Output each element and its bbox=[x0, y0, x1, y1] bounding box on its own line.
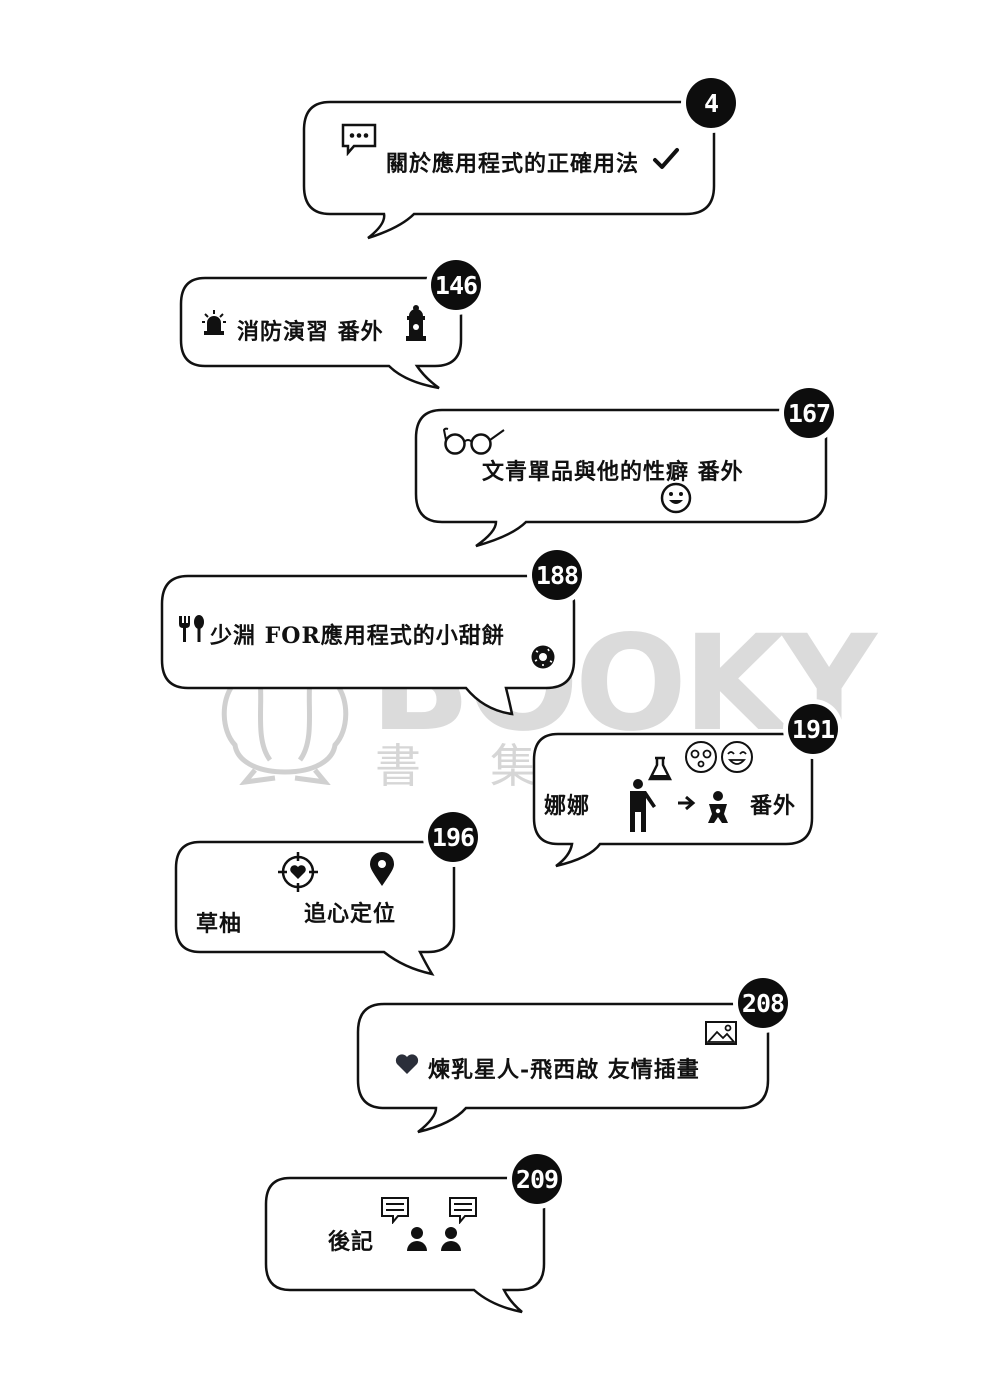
fire-hydrant-icon bbox=[406, 305, 426, 341]
bubble-shape bbox=[414, 408, 828, 548]
toc-title-209: 後記 bbox=[328, 1229, 375, 1255]
toc-title-4: 關於應用程式的正確用法 bbox=[386, 151, 640, 177]
toc-entry-167[interactable]: 文青單品與他的性癖 番外 167 bbox=[414, 388, 834, 550]
toc-title-146: 消防演習 番外 bbox=[237, 319, 384, 345]
page-badge-146: 146 bbox=[431, 260, 481, 310]
smiley-icon bbox=[660, 482, 692, 514]
fork-spoon-icon bbox=[179, 615, 204, 642]
toc-entry-208[interactable]: 煉乳星人-飛西啟 友情插畫 208 bbox=[356, 978, 788, 1136]
crosshair-heart-icon bbox=[278, 852, 318, 892]
page-badge-167: 167 bbox=[784, 388, 834, 438]
bubble-shape bbox=[356, 1002, 770, 1134]
toc-entry-146[interactable]: 消防演習 番外 146 bbox=[179, 260, 481, 390]
toc-suffix-191: 番外 bbox=[750, 793, 797, 819]
bubble-shape bbox=[302, 100, 716, 240]
baby-icon bbox=[708, 791, 728, 823]
surprised-face-icon bbox=[685, 741, 717, 773]
toc-entry-209[interactable]: 後記 209 bbox=[264, 1154, 562, 1316]
bubble-shape bbox=[160, 574, 576, 716]
toc-name-196: 草柚 bbox=[196, 911, 243, 937]
speech-bubble-icon bbox=[449, 1197, 477, 1224]
toc-name-191: 娜娜 bbox=[544, 793, 591, 819]
map-pin-icon bbox=[370, 852, 394, 886]
page-badge-188: 188 bbox=[532, 550, 582, 600]
watermark-sub-1: 書 bbox=[375, 739, 421, 793]
toc-title-188: 少淵 FOR應用程式的小甜餅 bbox=[210, 623, 505, 649]
toc-entry-4[interactable]: 關於應用程式的正確用法 4 bbox=[302, 78, 736, 242]
check-icon bbox=[653, 148, 679, 169]
glasses-icon bbox=[442, 427, 505, 455]
page-badge-196: 196 bbox=[428, 812, 478, 862]
toc-title-167: 文青單品與他的性癖 番外 bbox=[482, 459, 744, 485]
user-icon bbox=[441, 1227, 461, 1251]
toc-title-196: 追心定位 bbox=[304, 901, 397, 927]
person-icon bbox=[630, 779, 656, 832]
toc-entry-191[interactable]: 娜娜 番外 191 bbox=[532, 704, 838, 870]
speech-bubble-icon bbox=[381, 1197, 409, 1224]
siren-icon bbox=[202, 310, 226, 335]
user-icon bbox=[407, 1227, 427, 1251]
flask-icon bbox=[648, 756, 672, 781]
arrow-right-icon bbox=[678, 795, 696, 811]
page-badge-4: 4 bbox=[686, 78, 736, 128]
image-icon bbox=[705, 1021, 737, 1045]
toc-title-208: 煉乳星人-飛西啟 友情插畫 bbox=[428, 1057, 700, 1083]
page-badge-191: 191 bbox=[788, 704, 838, 754]
heart-icon bbox=[395, 1054, 419, 1074]
donut-icon bbox=[531, 645, 555, 669]
page-badge-208: 208 bbox=[738, 978, 788, 1028]
page-badge-209: 209 bbox=[512, 1154, 562, 1204]
chat-dots-icon bbox=[341, 123, 377, 156]
watermark-sub-2: 集 bbox=[490, 739, 536, 793]
happy-face-icon bbox=[721, 741, 753, 773]
toc-entry-188[interactable]: 少淵 FOR應用程式的小甜餅 188 bbox=[160, 550, 582, 716]
toc-entry-196[interactable]: 草柚 追心定位 196 bbox=[174, 812, 478, 978]
bubble-shape bbox=[264, 1176, 546, 1314]
